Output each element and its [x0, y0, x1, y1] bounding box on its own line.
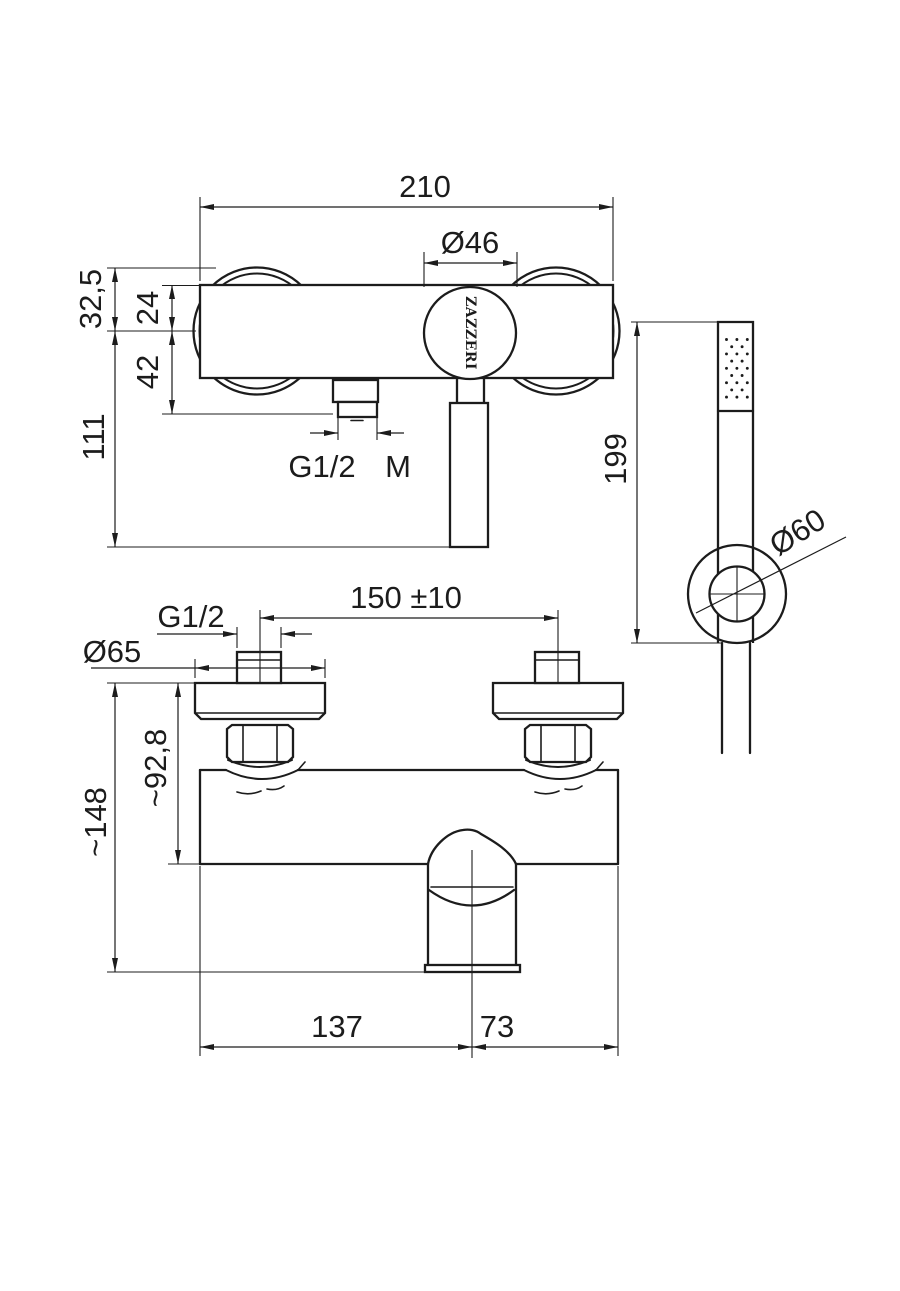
spray-dot [730, 345, 734, 349]
left-collar-arc [225, 769, 299, 780]
spray-dot [725, 352, 728, 356]
brand-logo: ZAZZERI [462, 296, 478, 370]
brand-cap-circle [422, 285, 518, 381]
dia60-leader [695, 536, 847, 614]
dim-label-73: 73 [480, 1009, 514, 1044]
spray-dot [745, 395, 749, 399]
dim-label-24: 24 [130, 291, 165, 325]
spray-dot [725, 395, 728, 399]
dim-label-g12-top: G1/2 [157, 599, 224, 634]
spray-dot [730, 374, 734, 377]
dim-label-199: 199 [598, 433, 633, 485]
handset-wand [716, 320, 755, 643]
dim-label-137: 137 [311, 1009, 363, 1044]
dim-label-42: 42 [130, 355, 165, 389]
dim-label-111: 111 [76, 413, 111, 460]
spray-dot [735, 366, 739, 370]
top-view: 150 ±10 G1/2 Ø65 ~92,8 ~148 137 73 [78, 580, 625, 1058]
spout-dome [426, 828, 518, 866]
right-flange [491, 681, 625, 721]
left-nut [225, 723, 295, 764]
spray-dot [730, 359, 734, 363]
dim-label-210: 210 [399, 169, 451, 204]
spray-dot [735, 395, 739, 399]
spray-dot [735, 338, 739, 341]
dim-label-148: ~148 [78, 787, 113, 857]
spray-dot [740, 345, 744, 349]
mixer-body [198, 283, 615, 380]
spray-dot [740, 388, 744, 392]
dim-label-dia65: Ø65 [83, 634, 142, 669]
spray-dot [740, 359, 744, 363]
dim-label-150: 150 ±10 [350, 580, 462, 615]
spray-dot [735, 381, 739, 385]
spray-dot [745, 352, 749, 356]
spray-dot [725, 381, 728, 385]
spray-dot [740, 374, 744, 377]
left-break-dash [266, 785, 285, 791]
spray-dot [745, 366, 749, 370]
right-inlet-stub [533, 650, 581, 685]
spout-dome-fill [428, 829, 516, 864]
dim-label-g12: G1/2 [288, 449, 355, 484]
right-collar-flick [595, 761, 604, 771]
spray-dot [745, 338, 749, 341]
spray-dot [725, 366, 728, 370]
right-joint-arc [525, 759, 591, 768]
dim-label-32-5: 32,5 [73, 269, 108, 329]
right-collar-arc [523, 769, 597, 780]
spray-face-dots [725, 338, 749, 399]
front-view: ZAZZERI 210 Ø46 32,5 24 42 111 G1/2 M [73, 169, 621, 549]
right-break-dash [564, 785, 583, 791]
spray-dot [725, 338, 728, 341]
dim-label-g12-m: M [385, 449, 411, 484]
spray-dot [745, 381, 749, 385]
outlet-stub-upper [331, 378, 380, 404]
dim-label-dia60: Ø60 [763, 502, 831, 563]
left-break-dash [236, 790, 262, 795]
right-break-dash [534, 790, 560, 795]
outlet-tube [448, 401, 490, 549]
dim-label-dia46: Ø46 [441, 225, 500, 260]
dim-label-92-8: ~92,8 [138, 729, 173, 807]
spray-dot [735, 352, 739, 356]
bracket-flange [686, 543, 788, 645]
right-nut [523, 723, 593, 764]
left-joint-arc [227, 759, 293, 768]
hand-shower-view: Ø60 199 [598, 320, 847, 755]
spray-dot [730, 388, 734, 392]
outlet-stub-lower [336, 400, 379, 419]
left-collar-flick [297, 761, 306, 771]
left-flange [193, 681, 327, 721]
